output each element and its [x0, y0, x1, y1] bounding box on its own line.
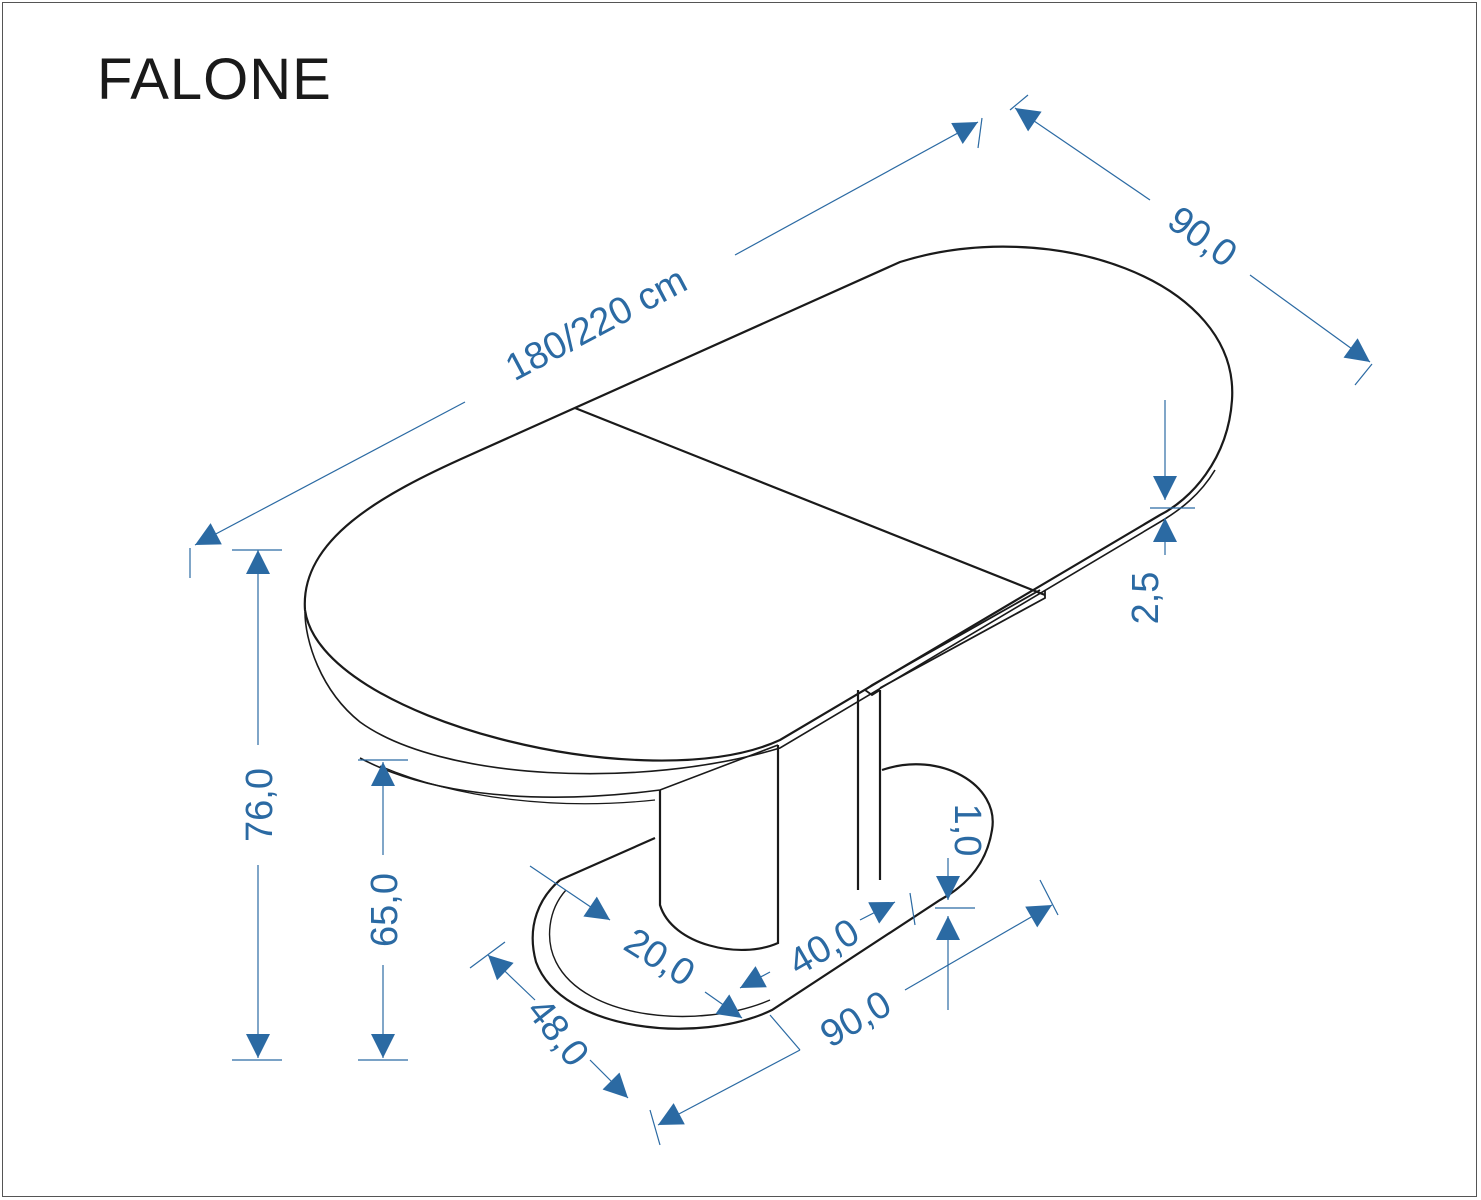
top-width-label: 90,0 — [1160, 199, 1245, 276]
column-height-label: 65,0 — [364, 873, 406, 947]
tabletop — [303, 245, 1234, 762]
column-width-label: 40,0 — [781, 911, 866, 984]
length-label: 180/220 cm — [499, 259, 694, 389]
base-depth-label: 48,0 — [518, 991, 597, 1075]
extension-rail — [863, 589, 1046, 697]
dimension-labels: 180/220 cm 90,0 76,0 65,0 2,5 1,0 20,0 4… — [239, 199, 1244, 1075]
product-title: FALONE — [97, 47, 332, 112]
dimension-lines — [189, 94, 1373, 1146]
base-thickness-label: 1,0 — [946, 804, 988, 857]
tabletop-split-line — [574, 406, 1046, 597]
table-base — [531, 763, 994, 1030]
table-outline — [303, 245, 1234, 1030]
base-length-label: 90,0 — [813, 983, 898, 1056]
column-depth-label: 20,0 — [617, 920, 702, 995]
total-height-label: 76,0 — [239, 768, 281, 842]
table-column — [658, 690, 882, 951]
top-thickness-label: 2,5 — [1125, 572, 1167, 625]
